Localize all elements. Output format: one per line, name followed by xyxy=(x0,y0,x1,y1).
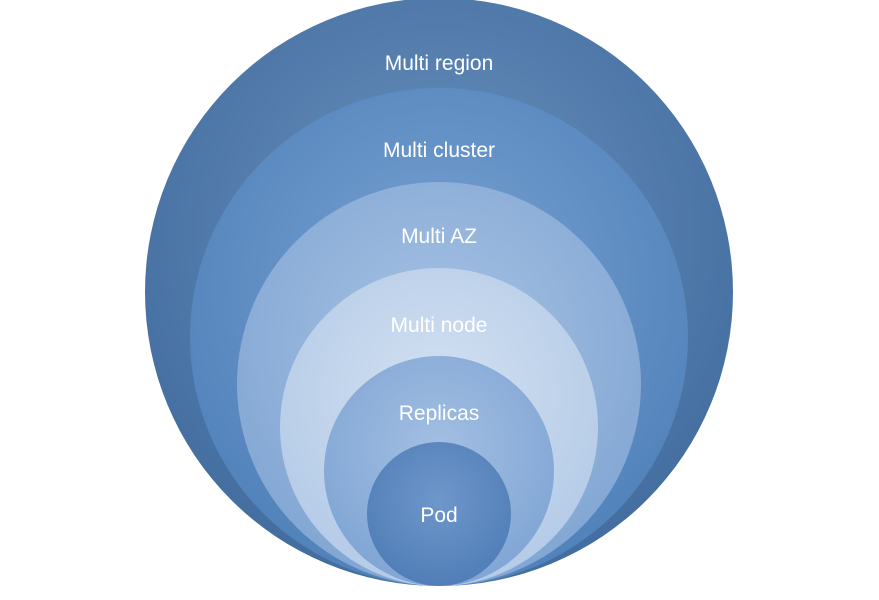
circle-pod xyxy=(367,442,511,586)
label-multi-node: Multi node xyxy=(391,314,488,337)
label-multi-az: Multi AZ xyxy=(401,225,477,248)
label-multi-cluster: Multi cluster xyxy=(383,139,495,162)
label-replicas: Replicas xyxy=(399,402,480,425)
label-pod: Pod xyxy=(420,504,457,527)
label-multi-region: Multi region xyxy=(385,52,494,75)
